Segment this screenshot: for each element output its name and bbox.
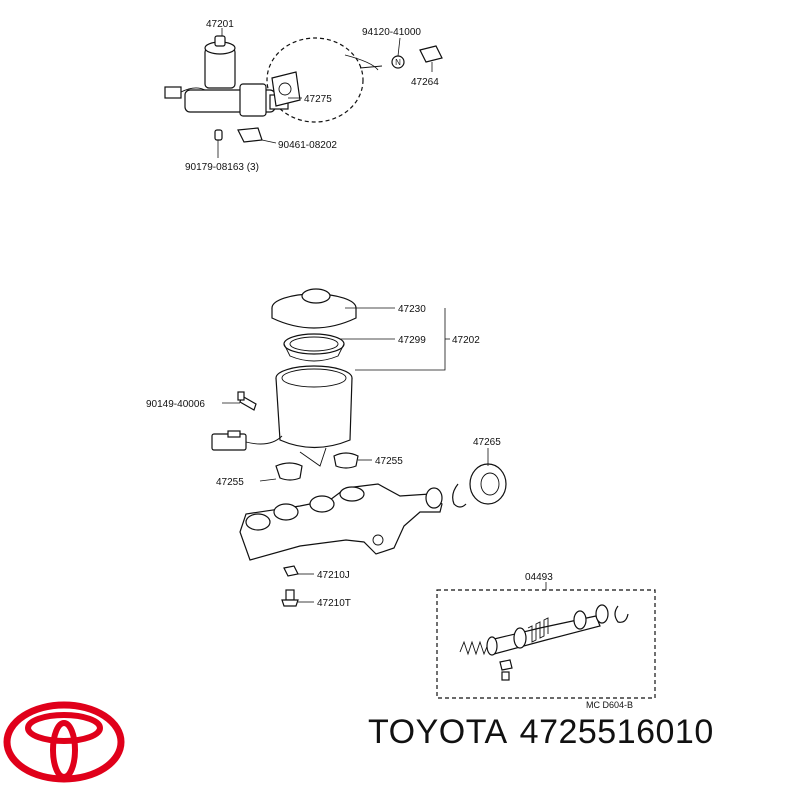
- label-90461-08202: 90461-08202: [278, 140, 337, 151]
- toyota-logo-icon: [3, 701, 125, 783]
- brand-part-number: TOYOTA 4725516010: [368, 713, 726, 752]
- label-47265: 47265: [473, 437, 501, 448]
- label-47210T: 47210T: [317, 598, 351, 609]
- label-04493: 04493: [525, 572, 553, 583]
- diagram-code: MC D604-B: [586, 700, 633, 710]
- brand-name: TOYOTA: [368, 713, 508, 751]
- exploded-view-illustration: [211, 288, 507, 607]
- label-47230: 47230: [398, 304, 426, 315]
- label-47255-right: 47255: [375, 456, 403, 467]
- repair-kit-illustration: [436, 582, 656, 699]
- label-90179-08163: 90179-08163 (3): [185, 162, 259, 173]
- label-90149-40006: 90149-40006: [146, 399, 205, 410]
- label-47255-left: 47255: [216, 477, 244, 488]
- part-number: 4725516010: [519, 713, 714, 751]
- label-47202: 47202: [452, 335, 480, 346]
- label-47275: 47275: [304, 94, 332, 105]
- label-94120-41000: 94120-41000: [362, 27, 421, 38]
- n-symbol: N: [395, 58, 401, 67]
- label-47201: 47201: [206, 19, 234, 30]
- label-47299: 47299: [398, 335, 426, 346]
- label-47264: 47264: [411, 77, 439, 88]
- top-assembly-illustration: N: [164, 28, 443, 158]
- label-47210J: 47210J: [317, 570, 350, 581]
